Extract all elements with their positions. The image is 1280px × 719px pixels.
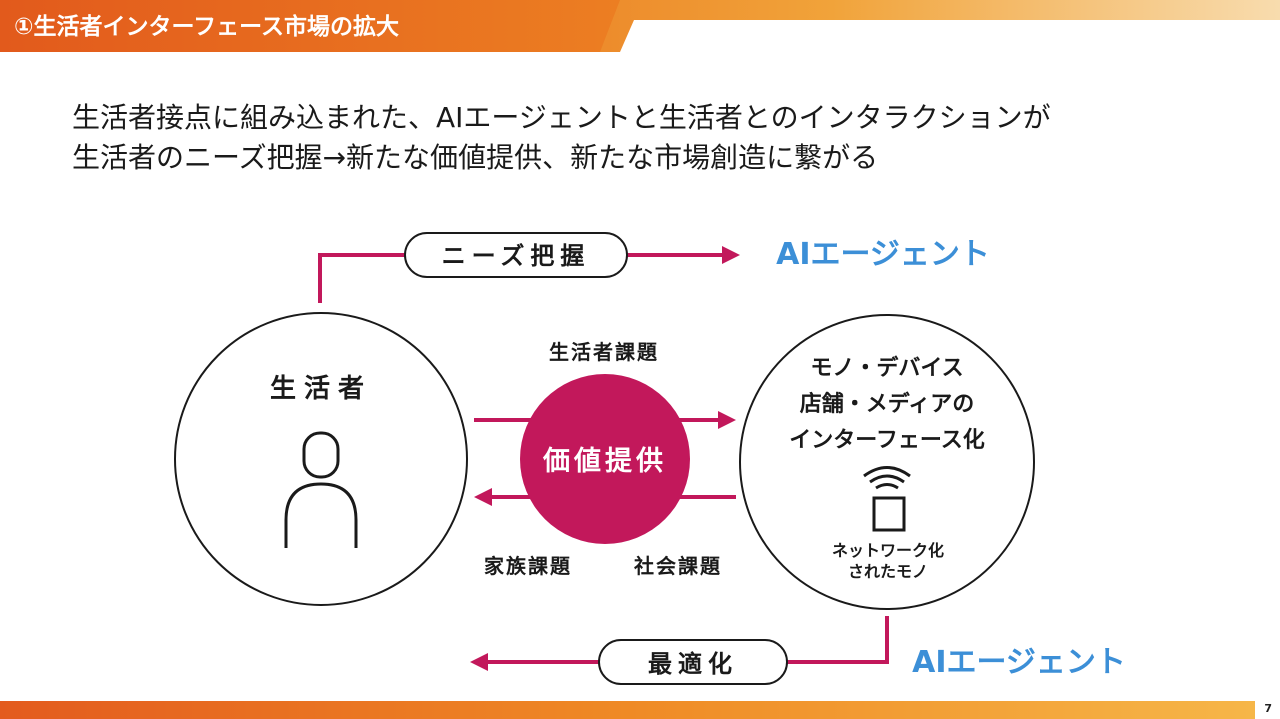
top-pill <box>404 232 628 278</box>
value-circle <box>520 374 690 544</box>
issue-social: 社会課題 <box>633 554 722 578</box>
arrow-left-icon <box>470 653 488 671</box>
issue-consumer: 生活者課題 <box>549 340 659 364</box>
page-number: 7 <box>1264 702 1272 715</box>
arrow-left-icon <box>474 488 492 506</box>
consumer-circle <box>174 312 468 606</box>
wifi-device-icon <box>863 466 911 532</box>
lead-line-1: 生活者接点に組み込まれた、AIエージェントと生活者とのインタラクションが <box>72 101 1051 134</box>
top-agent-label: AIエージェント <box>776 237 990 272</box>
footer-band <box>0 701 1255 719</box>
bottom-pill-label: 最適化 <box>648 650 738 678</box>
header-tab <box>0 0 620 52</box>
device-line-2: 店舗・メディアの <box>800 391 974 417</box>
bottom-agent-label: AIエージェント <box>912 645 1126 680</box>
device-line-3: インターフェース化 <box>789 427 985 453</box>
lead-line-2: 生活者のニーズ把握→新たな価値提供、新たな市場創造に繋がる <box>72 141 879 174</box>
bottom-pill <box>598 639 788 685</box>
header-white-cut <box>620 20 1280 52</box>
device-line-1: モノ・デバイス <box>810 355 963 381</box>
networked-line-2: されたモノ <box>848 562 928 581</box>
section-title: ①生活者インターフェース市場の拡大 <box>14 14 399 40</box>
issue-family: 家族課題 <box>484 554 572 578</box>
person-icon <box>284 431 358 548</box>
consumer-label: 生活者 <box>270 374 372 404</box>
value-label: 価値提供 <box>542 446 667 477</box>
arrow-right-icon <box>718 411 736 429</box>
device-circle <box>739 314 1035 610</box>
networked-line-1: ネットワーク化 <box>832 541 944 560</box>
arrow-right-icon <box>722 246 740 264</box>
top-pill-label: ニーズ把握 <box>442 242 591 270</box>
lead-text: 生活者接点に組み込まれた、AIエージェントと生活者とのインタラクションが 生活者… <box>72 98 1212 178</box>
